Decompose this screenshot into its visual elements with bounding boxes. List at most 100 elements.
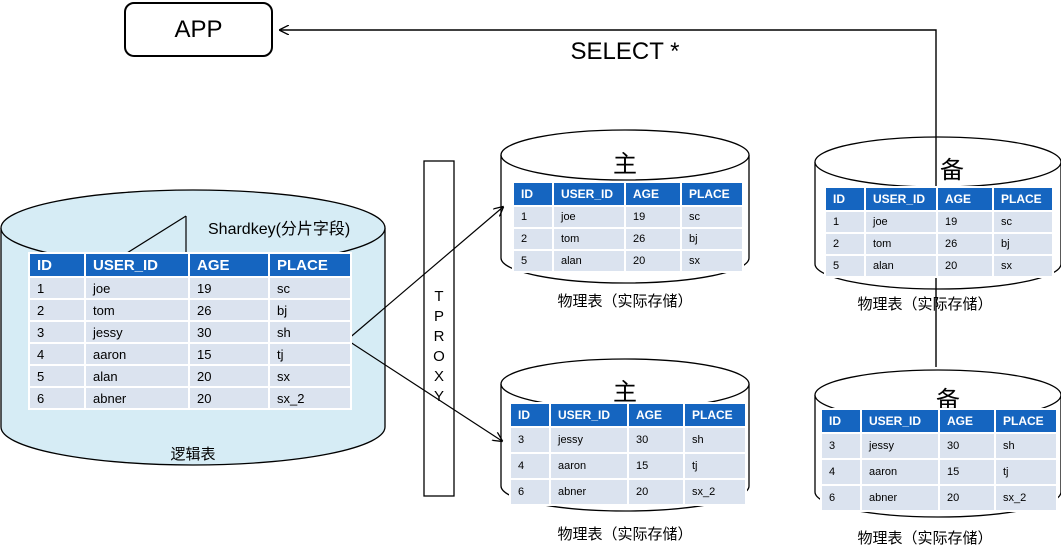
cell-user-id: aaron [84, 342, 190, 366]
cell-id: 6 [28, 386, 86, 410]
column-header-user-id: USER_ID [864, 186, 938, 212]
column-header-age: AGE [936, 186, 994, 212]
column-header-user-id: USER_ID [84, 252, 190, 278]
cell-user-id: jessy [84, 320, 190, 344]
cell-user-id: abner [860, 484, 940, 512]
cell-place: sc [268, 276, 352, 300]
cell-user-id: joe [552, 205, 626, 229]
cell-id: 1 [512, 205, 554, 229]
cell-user-id: alan [84, 364, 190, 388]
cell-place: bj [680, 227, 744, 251]
cell-user-id: tom [864, 232, 938, 256]
cell-place: sx [992, 254, 1054, 278]
physical-table-header: ID USER_ID AGE PLACE [820, 408, 1058, 434]
column-header-place: PLACE [683, 402, 747, 428]
cell-place: sx_2 [683, 478, 747, 506]
proxy-letter: O [433, 348, 445, 365]
cell-place: sx [268, 364, 352, 388]
column-header-place: PLACE [268, 252, 352, 278]
physical-table-header: ID USER_ID AGE PLACE [824, 186, 1054, 212]
column-header-id: ID [509, 402, 551, 428]
cell-id: 4 [509, 452, 551, 480]
cell-id: 2 [512, 227, 554, 251]
column-header-place: PLACE [680, 181, 744, 207]
proxy-letter: T [434, 288, 444, 305]
cell-user-id: tom [552, 227, 626, 251]
cell-age: 15 [188, 342, 270, 366]
physical-table-header: ID USER_ID AGE PLACE [512, 181, 744, 207]
cell-age: 30 [627, 426, 685, 454]
column-header-id: ID [512, 181, 554, 207]
backup-1-title: 备 [940, 157, 964, 184]
cell-id: 6 [509, 478, 551, 506]
backup-1-caption: 物理表（实际存储） [857, 296, 993, 313]
cell-user-id: alan [552, 249, 626, 273]
cell-age: 19 [624, 205, 682, 229]
cell-age: 15 [938, 458, 996, 486]
cell-user-id: alan [864, 254, 938, 278]
cell-age: 30 [938, 432, 996, 460]
cell-age: 15 [627, 452, 685, 480]
column-header-age: AGE [938, 408, 996, 434]
physical-table-header: ID USER_ID AGE PLACE [509, 402, 747, 428]
cell-age: 19 [936, 210, 994, 234]
cell-place: sx_2 [994, 484, 1058, 512]
cell-id: 6 [820, 484, 862, 512]
cell-id: 3 [820, 432, 862, 460]
column-header-age: AGE [624, 181, 682, 207]
cell-age: 20 [627, 478, 685, 506]
cell-user-id: aaron [549, 452, 629, 480]
cell-id: 3 [509, 426, 551, 454]
column-header-id: ID [824, 186, 866, 212]
cell-place: sh [268, 320, 352, 344]
cell-place: sh [994, 432, 1058, 460]
cell-id: 5 [824, 254, 866, 278]
column-header-user-id: USER_ID [860, 408, 940, 434]
cell-age: 20 [188, 364, 270, 388]
proxy-box [423, 160, 455, 497]
cell-place: tj [683, 452, 747, 480]
proxy-letter: X [433, 368, 444, 385]
cell-user-id: joe [864, 210, 938, 234]
cell-age: 30 [188, 320, 270, 344]
cell-place: sh [683, 426, 747, 454]
cell-user-id: joe [84, 276, 190, 300]
cell-user-id: jessy [549, 426, 629, 454]
cell-place: tj [994, 458, 1058, 486]
cell-id: 5 [28, 364, 86, 388]
primary-1-title: 主 [613, 151, 637, 178]
logical-table-caption: 逻辑表 [170, 446, 216, 463]
cell-id: 1 [28, 276, 86, 300]
column-header-place: PLACE [992, 186, 1054, 212]
app-node: APP [124, 2, 273, 57]
cell-place: sx_2 [268, 386, 352, 410]
app-label: APP [174, 15, 223, 43]
column-header-id: ID [820, 408, 862, 434]
primary-2-caption: 物理表（实际存储） [557, 526, 693, 543]
cell-age: 26 [936, 232, 994, 256]
proxy-label: T P R O X Y [424, 287, 454, 407]
route-arrow-primary-1 [346, 207, 503, 341]
shardkey-callout [126, 215, 187, 254]
cell-place: bj [992, 232, 1054, 256]
proxy-letter: R [433, 328, 445, 345]
cell-id: 4 [820, 458, 862, 486]
cell-place: sc [992, 210, 1054, 234]
cell-age: 20 [936, 254, 994, 278]
cell-place: tj [268, 342, 352, 366]
column-header-user-id: USER_ID [549, 402, 629, 428]
